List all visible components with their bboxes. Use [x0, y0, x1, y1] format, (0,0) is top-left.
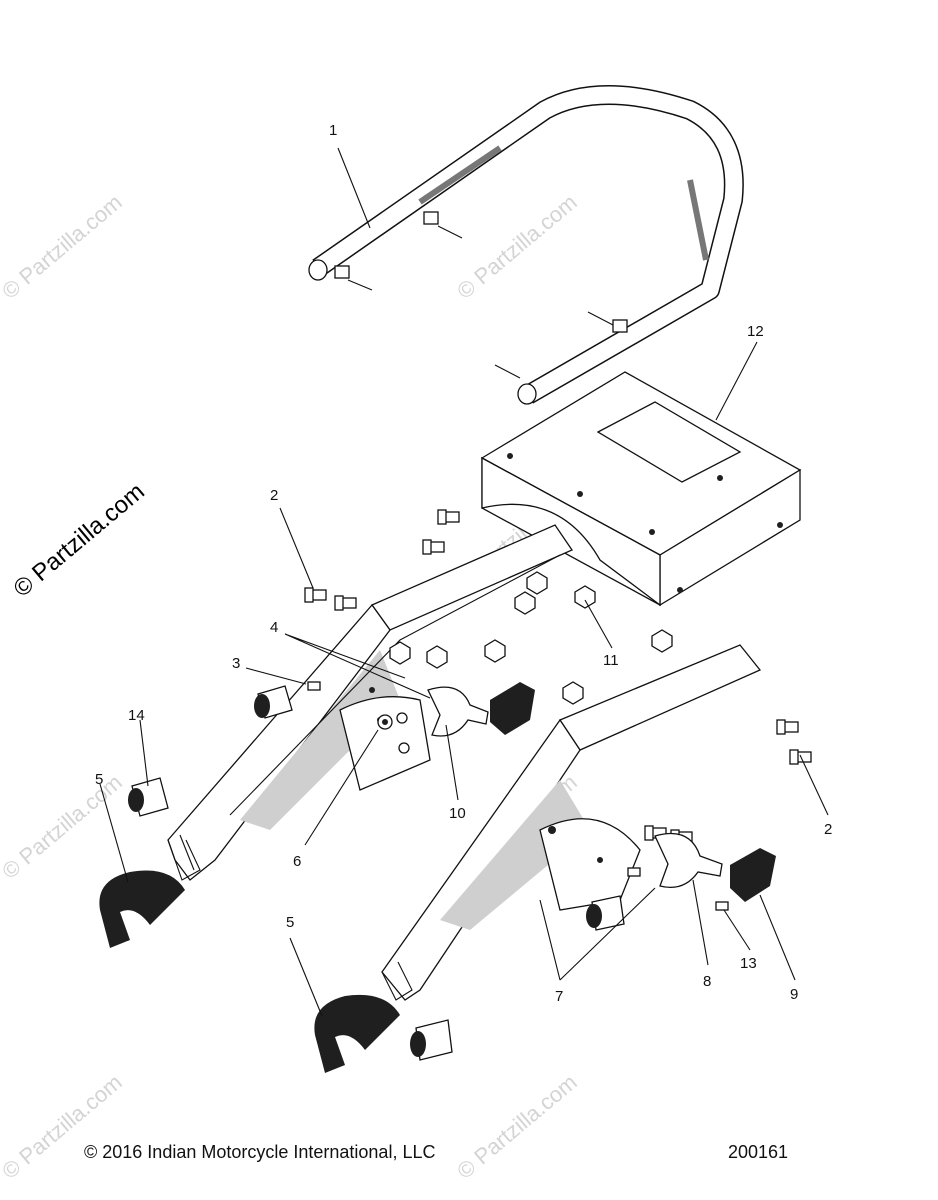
bolt — [776, 719, 799, 735]
callout-14: 14 — [128, 707, 145, 724]
backrest-tube — [308, 85, 744, 405]
watermark-text: © Partzilla.com — [452, 1069, 582, 1183]
callout-12: 12 — [747, 323, 764, 340]
callout-5: 5 — [286, 914, 294, 931]
left-side-bracket — [167, 524, 573, 881]
latch-plate — [427, 686, 723, 889]
callout-7: 7 — [555, 988, 563, 1005]
callout-6: 6 — [293, 853, 301, 870]
callout-1: 1 — [329, 122, 337, 139]
storage-box — [480, 371, 802, 607]
watermark-text: © Partzilla.com — [9, 478, 150, 603]
callout-10: 10 — [449, 805, 466, 822]
callout-2: 2 — [270, 487, 278, 504]
bolt — [304, 587, 327, 603]
copyright-notice: © 2016 Indian Motorcycle International, … — [84, 1142, 436, 1162]
right-side-bracket — [381, 644, 762, 1001]
callout-2: 2 — [824, 821, 832, 838]
watermark-text: © Partzilla.com — [0, 189, 127, 303]
bolt — [334, 595, 357, 611]
hardware-group — [304, 509, 812, 911]
rubber-pad — [99, 870, 400, 1073]
diagram-number: 200161 — [728, 1142, 789, 1162]
leader-lines — [99, 147, 829, 1017]
watermark-text: © Partzilla.com — [0, 1069, 127, 1183]
callout-11: 11 — [603, 652, 619, 669]
callout-4: 4 — [270, 619, 278, 636]
bolt — [789, 749, 812, 765]
latch-block — [490, 682, 776, 902]
callout-5: 5 — [95, 771, 103, 788]
watermark-text: © Partzilla.com — [452, 189, 582, 303]
callout-9: 9 — [790, 986, 798, 1003]
callout-3: 3 — [232, 655, 240, 672]
bolt — [437, 509, 460, 525]
bolt — [422, 539, 445, 555]
callout-13: 13 — [740, 955, 757, 972]
callout-labels: 1 2 2 3 4 5 5 6 7 8 9 10 11 12 13 14 — [95, 122, 832, 1005]
watermark-group: © Partzilla.com © Partzilla.com © Partzi… — [0, 189, 582, 1183]
bushing — [128, 685, 625, 1061]
callout-8: 8 — [703, 973, 711, 990]
watermark-text: © Partzilla.com — [0, 769, 127, 883]
